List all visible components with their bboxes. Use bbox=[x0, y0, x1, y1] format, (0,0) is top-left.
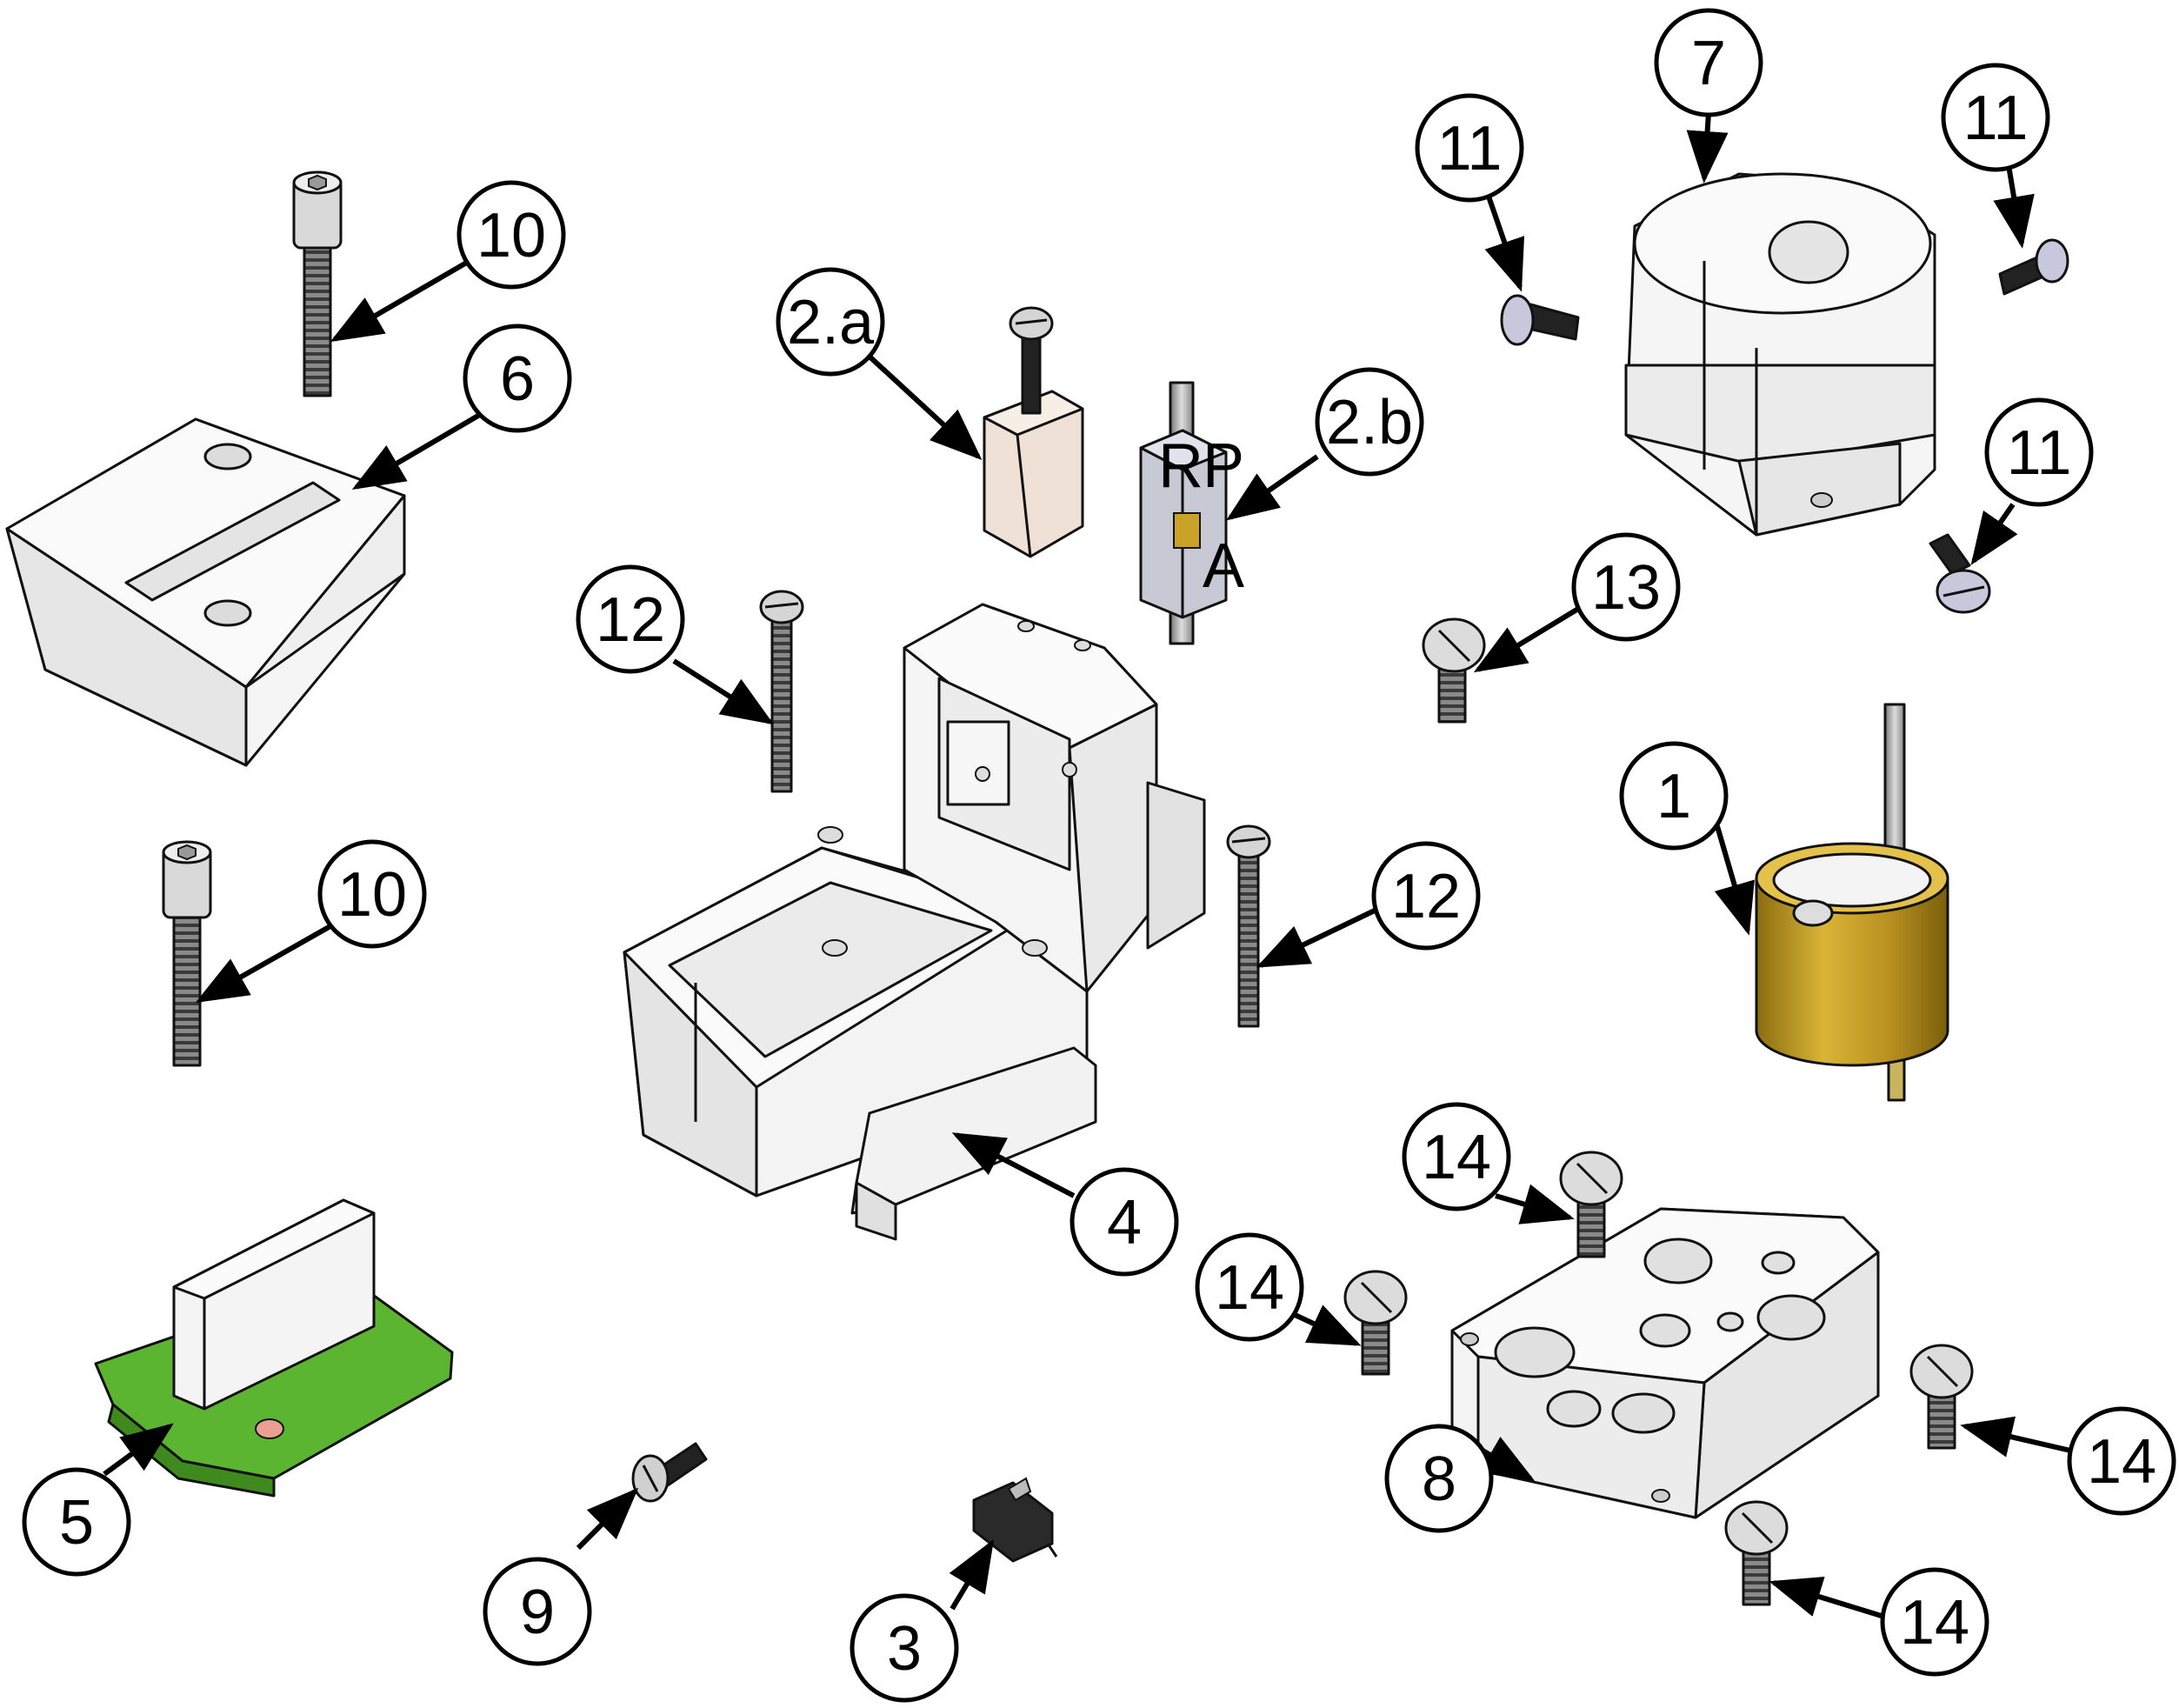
part-14-screw-2 bbox=[1343, 1270, 1408, 1376]
callout-11-right: 11 bbox=[1941, 63, 2050, 172]
callout-7-label: 7 bbox=[1691, 29, 1726, 98]
callout-14-b: 14 bbox=[1195, 1232, 1304, 1342]
part-12-screw-left bbox=[759, 590, 804, 793]
callout-10-top: 10 bbox=[456, 180, 566, 290]
callout-10-top-label: 10 bbox=[476, 201, 546, 270]
callout-14-c: 14 bbox=[2067, 1406, 2176, 1516]
part-10-screw-top bbox=[292, 170, 343, 397]
callout-8-label: 8 bbox=[1422, 1444, 1456, 1514]
callout-3: 3 bbox=[850, 1593, 959, 1703]
callout-1-label: 1 bbox=[1656, 762, 1691, 831]
mark-p: P bbox=[1203, 431, 1244, 501]
callout-4: 4 bbox=[1070, 1167, 1179, 1277]
part-11-screw-3 bbox=[1929, 533, 1991, 614]
callout-14-c-label: 14 bbox=[2087, 1427, 2156, 1497]
callout-10-bottom: 10 bbox=[317, 839, 427, 949]
callout-3-label: 3 bbox=[887, 1614, 922, 1684]
callout-2b: 2.b bbox=[1315, 367, 1424, 477]
part-7-cap bbox=[1624, 172, 1936, 537]
callout-11-left: 11 bbox=[1415, 93, 1524, 203]
part-11-screw-2 bbox=[1998, 238, 2069, 296]
callout-12-left-label: 12 bbox=[596, 585, 665, 655]
part-11-screw-1 bbox=[1500, 294, 1580, 346]
callout-12-left: 12 bbox=[576, 564, 685, 674]
callout-14-d: 14 bbox=[1880, 1567, 1989, 1677]
part-14-screw-1 bbox=[1559, 1151, 1623, 1258]
callout-5: 5 bbox=[22, 1467, 131, 1577]
part-14-screw-4 bbox=[1724, 1500, 1789, 1606]
callout-14-d-label: 14 bbox=[1900, 1588, 1969, 1658]
callout-9: 9 bbox=[483, 1557, 592, 1666]
part-5-pcb bbox=[94, 1198, 454, 1498]
callout-1: 1 bbox=[1619, 741, 1729, 851]
callout-8: 8 bbox=[1384, 1424, 1494, 1533]
callout-6-label: 6 bbox=[500, 344, 535, 414]
callout-10-bottom-label: 10 bbox=[337, 860, 407, 930]
callout-13-label: 13 bbox=[1591, 553, 1661, 623]
part-4-housing bbox=[623, 603, 1206, 1241]
part-6-cover bbox=[5, 417, 406, 767]
part-8-plate bbox=[1450, 1207, 1880, 1519]
mark-r: R bbox=[1158, 431, 1203, 501]
callout-6: 6 bbox=[463, 324, 572, 433]
part-14-screw-3 bbox=[1909, 1344, 1974, 1450]
part-1-coil bbox=[1755, 703, 1949, 1102]
callout-13: 13 bbox=[1571, 532, 1681, 642]
callout-14-b-label: 14 bbox=[1215, 1253, 1284, 1323]
callout-2a: 2.a bbox=[776, 267, 885, 377]
part-9-screw bbox=[631, 1442, 708, 1503]
callout-14-a: 14 bbox=[1402, 1102, 1511, 1211]
mark-a: A bbox=[1203, 531, 1244, 601]
callout-12-right: 12 bbox=[1371, 841, 1481, 951]
callout-11-lower: 11 bbox=[1984, 397, 2094, 507]
callout-9-label: 9 bbox=[520, 1578, 555, 1647]
part-12-screw-right bbox=[1226, 824, 1271, 1028]
callout-11-right-label: 11 bbox=[1963, 83, 2029, 153]
callout-7: 7 bbox=[1654, 8, 1763, 117]
callout-11-lower-label: 11 bbox=[2007, 418, 2072, 488]
callout-5-label: 5 bbox=[59, 1488, 94, 1558]
part-13-screw bbox=[1422, 617, 1486, 724]
callout-14-a-label: 14 bbox=[1422, 1123, 1491, 1192]
callout-2a-label: 2.a bbox=[787, 288, 875, 357]
callout-2b-label: 2.b bbox=[1326, 388, 1413, 457]
part-10-screw-bottom bbox=[162, 840, 212, 1067]
part-2b-guide: R P A bbox=[1139, 381, 1244, 645]
callout-12-right-label: 12 bbox=[1391, 862, 1461, 931]
part-2a-block bbox=[983, 306, 1084, 558]
callout-4-label: 4 bbox=[1107, 1188, 1142, 1258]
callout-11-left-label: 11 bbox=[1437, 114, 1503, 183]
